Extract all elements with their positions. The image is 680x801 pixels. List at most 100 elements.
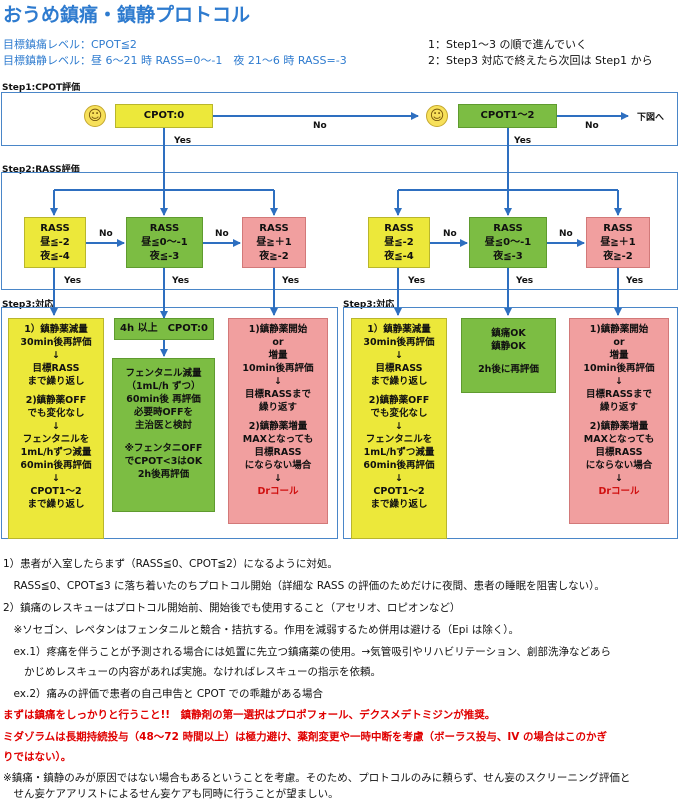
step3-label-right: Step3:対応: [343, 300, 395, 310]
no-label: No: [215, 229, 229, 239]
footer-line: せん妄ケアアリストによるせん妄ケアも同時に行うことが望ましい。: [3, 788, 339, 800]
smiley-face-icon: ☺: [426, 105, 448, 127]
spacer: [465, 353, 552, 363]
action-text: でも変化なし: [27, 408, 85, 419]
reduce-sedation-box: 1）鎮静薬減量 30min後再評価 ↓ 目標RASS まで繰り返し 2)鎮静薬O…: [351, 318, 447, 539]
action-text: まで繰り返し: [27, 376, 85, 387]
yes-label: Yes: [282, 276, 300, 286]
cpot12-label: CPOT1〜2: [480, 110, 535, 121]
yes-label: Yes: [514, 136, 532, 146]
note-2: 2：Step3 対応で終えたら次回は Step1 から: [428, 54, 653, 67]
action-text: 1mL/hずつ減量: [363, 447, 435, 458]
dr-call-text: Drコール: [257, 486, 299, 497]
sedation-goal: 目標鎮静レベル：昼 6〜21 時 RASS=0〜-1 夜 21〜6 時 RASS…: [3, 54, 347, 67]
action-text: 繰り返す: [258, 402, 297, 413]
action-text: 60min後再評価: [20, 460, 92, 471]
footer-line: 2）鎮痛のレスキューはプロトコル開始前、開始後でも使用すること（アセリオ、ロピオ…: [3, 602, 461, 614]
rass-low-node: RASS 昼≦-2 夜≦-4: [24, 217, 86, 268]
action-text: or: [272, 337, 284, 348]
footer-line: 1）患者が入室したらまず（RASS≦0、CPOT≦2）になるように対処。: [3, 558, 338, 570]
yes-label: Yes: [626, 276, 644, 286]
action-text: 増量: [609, 350, 629, 361]
action-text: 1)鎮静薬開始: [248, 324, 308, 335]
action-text: ※フェンタニOFF: [124, 443, 203, 454]
action-text: 目標RASS: [375, 363, 423, 374]
action-text: 目標RASSまで: [586, 389, 652, 400]
dr-call-text: Drコール: [598, 486, 640, 497]
analgesia-goal: 目標鎮痛レベル：CPOT≦2: [3, 38, 137, 51]
action-text: ↓: [395, 473, 403, 484]
rass-text: RASS: [40, 222, 70, 234]
action-text: 1mL/hずつ減量: [20, 447, 92, 458]
action-text: 2)鎮静薬OFF: [25, 395, 87, 406]
action-text: ↓: [52, 421, 60, 432]
rass-text: RASS: [603, 222, 633, 234]
step3-label-left: Step3:対応: [2, 300, 54, 310]
action-text: 60min後再評価: [363, 460, 435, 471]
rass-text: RASS: [493, 222, 523, 234]
footer-warning: まずは鎮痛をしっかりと行うこと!! 鎮静剤の第一選択はプロポフォール、デクスメデ…: [3, 709, 496, 721]
action-text: 必要時OFFを: [133, 407, 194, 418]
action-text: 鎮静OK: [491, 341, 526, 352]
action-text: まで繰り返し: [370, 499, 428, 510]
step2-panel: [1, 172, 678, 290]
footer-line: かじめレスキューの内容があれば実施。なければレスキューの指示を依頼。: [3, 666, 381, 678]
cpot0-label: CPOT:0: [143, 110, 185, 121]
step3-panel-right: [343, 307, 678, 539]
footer-line: ※ソセゴン、レペタンはフェンタニルと競合・拮抗する。作用を減弱するため併用は避け…: [3, 624, 519, 636]
rass-text: 夜≦-4: [40, 250, 70, 262]
footer-warning: りではない）。: [3, 751, 72, 763]
action-text: MAXとなっても: [242, 434, 314, 445]
rass-text: 昼≦0〜-1: [484, 236, 532, 248]
action-text: 繰り返す: [599, 402, 638, 413]
action-text: フェンタニル減量: [125, 368, 202, 379]
no-label: No: [99, 229, 113, 239]
action-text: ↓: [52, 350, 60, 361]
footer-line: ※鎮痛・鎮静のみが原因ではない場合もあるということを考慮。そのため、プロトコルの…: [3, 772, 631, 784]
action-text: ↓: [274, 473, 282, 484]
rass-text: 夜≦-4: [384, 250, 414, 262]
no-label: No: [443, 229, 457, 239]
no-label: No: [559, 229, 573, 239]
sedation-ok-box: 鎮痛OK 鎮静OK 2h後に再評価: [461, 318, 556, 393]
action-text: ↓: [395, 350, 403, 361]
hold-header-text: 4h 以上 CPOT:0: [120, 323, 208, 334]
yes-label: Yes: [172, 276, 190, 286]
rass-low-node: RASS 昼≦-2 夜≦-4: [368, 217, 430, 268]
step3-panel-left: [1, 307, 338, 539]
reduce-sedation-box: 1）鎮静薬減量 30min後再評価 ↓ 目標RASS まで繰り返し 2)鎮静薬O…: [8, 318, 104, 539]
rass-high-node: RASS 昼≧＋1 夜≧-2: [242, 217, 306, 268]
action-text: にならない場合: [244, 460, 312, 471]
rass-text: RASS: [384, 222, 414, 234]
footer-line: ex.2）痛みの評価で患者の自己申告と CPOT での乖離がある場合: [3, 688, 324, 700]
step1-panel: [1, 92, 678, 146]
action-text: MAXとなっても: [583, 434, 655, 445]
action-text: 1)鎮静薬開始: [589, 324, 649, 335]
action-text: フェンタニルを: [365, 434, 433, 445]
action-text: 10min後再評価: [242, 363, 314, 374]
footer-line: RASS≦0、CPOT≦3 に落ち着いたのちプロトコル開始（詳細な RASS の…: [3, 580, 605, 592]
action-text: 目標RASS: [32, 363, 80, 374]
action-text: 2)鎮静薬OFF: [368, 395, 430, 406]
rass-target-node: RASS 昼≦0〜-1 夜≦-3: [469, 217, 547, 268]
action-text: ↓: [395, 421, 403, 432]
step1-label: Step1:CPOT評価: [2, 83, 81, 93]
footer-line: ex.1）疼痛を伴うことが予測される場合には処置に先立つ鎮痛薬の使用。→気管吸引…: [3, 646, 611, 658]
action-text: 60min後 再評価: [126, 394, 201, 405]
rass-text: 夜≧-2: [259, 250, 289, 262]
cpot12-node: CPOT1〜2: [458, 104, 557, 128]
action-text: 主治医と検討: [134, 420, 192, 431]
rass-text: RASS: [259, 222, 289, 234]
action-text: 増量: [268, 350, 288, 361]
action-text: ↓: [615, 376, 623, 387]
action-text: 30min後再評価: [20, 337, 92, 348]
rass-text: 昼≧＋1: [600, 236, 636, 248]
cpot0-hold-header: 4h 以上 CPOT:0: [114, 318, 214, 340]
action-text: にならない場合: [585, 460, 653, 471]
action-text: 30min後再評価: [363, 337, 435, 348]
rass-text: 夜≧-2: [603, 250, 633, 262]
action-text: でも変化なし: [370, 408, 428, 419]
no-label: No: [313, 121, 327, 131]
action-text: でCPOT<3はOK: [124, 456, 203, 467]
